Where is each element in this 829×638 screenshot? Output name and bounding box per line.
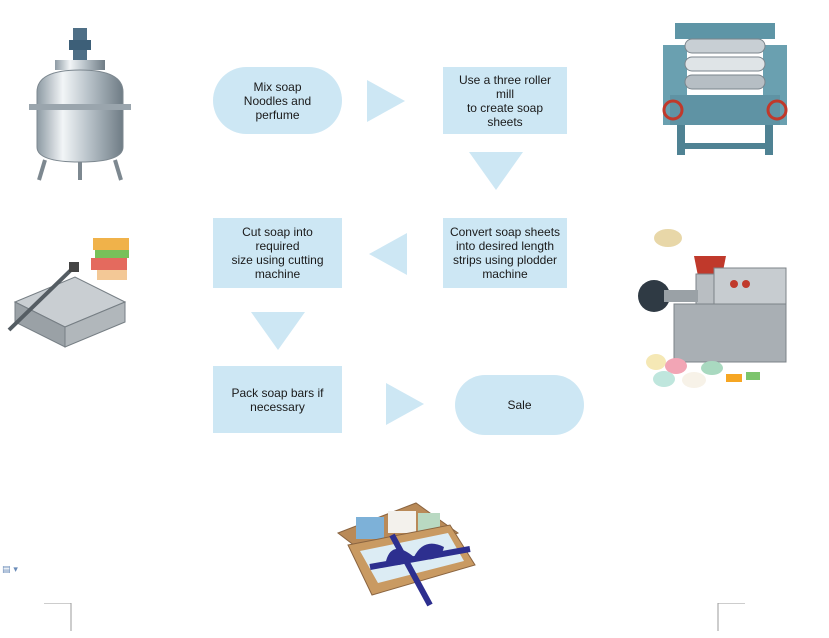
step-plodder: Convert soap sheets into desired length … <box>443 218 567 288</box>
step-sale: Sale <box>455 375 584 435</box>
three-roller-mill-icon <box>662 23 788 155</box>
document-icon: ▤ ▾ <box>2 565 18 575</box>
gift-soap-box-icon <box>336 502 476 607</box>
step-cutting: Cut soap into required size using cuttin… <box>213 218 342 288</box>
arrow-right-1 <box>367 80 405 122</box>
arrow-left-1 <box>369 233 407 275</box>
plodder-machine-icon <box>638 229 787 388</box>
crop-mark-left <box>44 603 72 631</box>
arrow-right-2 <box>386 383 424 425</box>
soap-cutting-machine-icon <box>7 238 129 348</box>
crop-mark-right <box>717 603 745 631</box>
mixing-tank-icon <box>29 28 131 181</box>
step-pack: Pack soap bars if necessary <box>213 366 342 433</box>
step-mix-soap: Mix soap Noodles and perfume <box>213 67 342 134</box>
step-roller-mill: Use a three roller mill to create soap s… <box>443 67 567 134</box>
arrow-down-1 <box>469 152 523 190</box>
arrow-down-2 <box>251 312 305 350</box>
